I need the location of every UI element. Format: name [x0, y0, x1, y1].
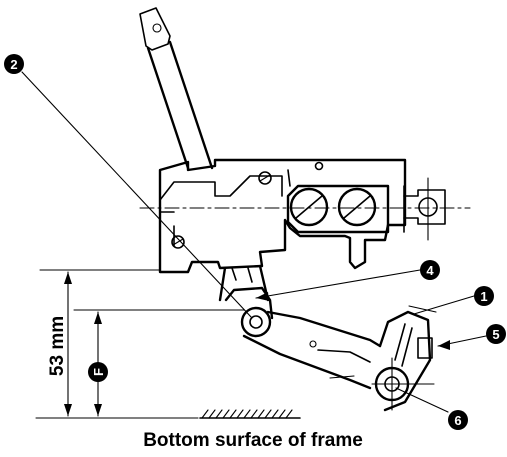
callout-1: 1	[474, 286, 494, 306]
frame-surface	[199, 409, 301, 419]
dimension-guides	[35, 269, 245, 419]
right-clamp	[403, 177, 446, 241]
callout-F-label: F	[91, 368, 106, 376]
callout-4-circle	[420, 260, 440, 280]
callout-6-label: 6	[454, 413, 461, 428]
dimension-53mm-label: 53 mm	[47, 316, 68, 376]
callout-6: 6	[448, 410, 468, 430]
link-arm	[218, 264, 437, 412]
main-block	[158, 158, 407, 274]
callout-2-circle	[4, 54, 24, 74]
callout-6-circle	[448, 410, 468, 430]
frame-caption: Bottom surface of frame	[143, 430, 363, 451]
callout-4: 4	[420, 260, 440, 280]
callout-5: 5	[486, 324, 506, 344]
callout-4-label: 4	[426, 263, 434, 278]
callout-F: F	[88, 362, 108, 382]
leader-lines	[21, 71, 487, 413]
callout-5-label: 5	[492, 327, 499, 342]
callout-2-label: 2	[10, 57, 17, 72]
connecting-rod	[139, 7, 214, 170]
callout-F-circle	[88, 362, 108, 382]
callout-1-circle	[474, 286, 494, 306]
callout-1-label: 1	[480, 289, 487, 304]
callout-2: 2	[4, 54, 24, 74]
callout-5-circle	[486, 324, 506, 344]
